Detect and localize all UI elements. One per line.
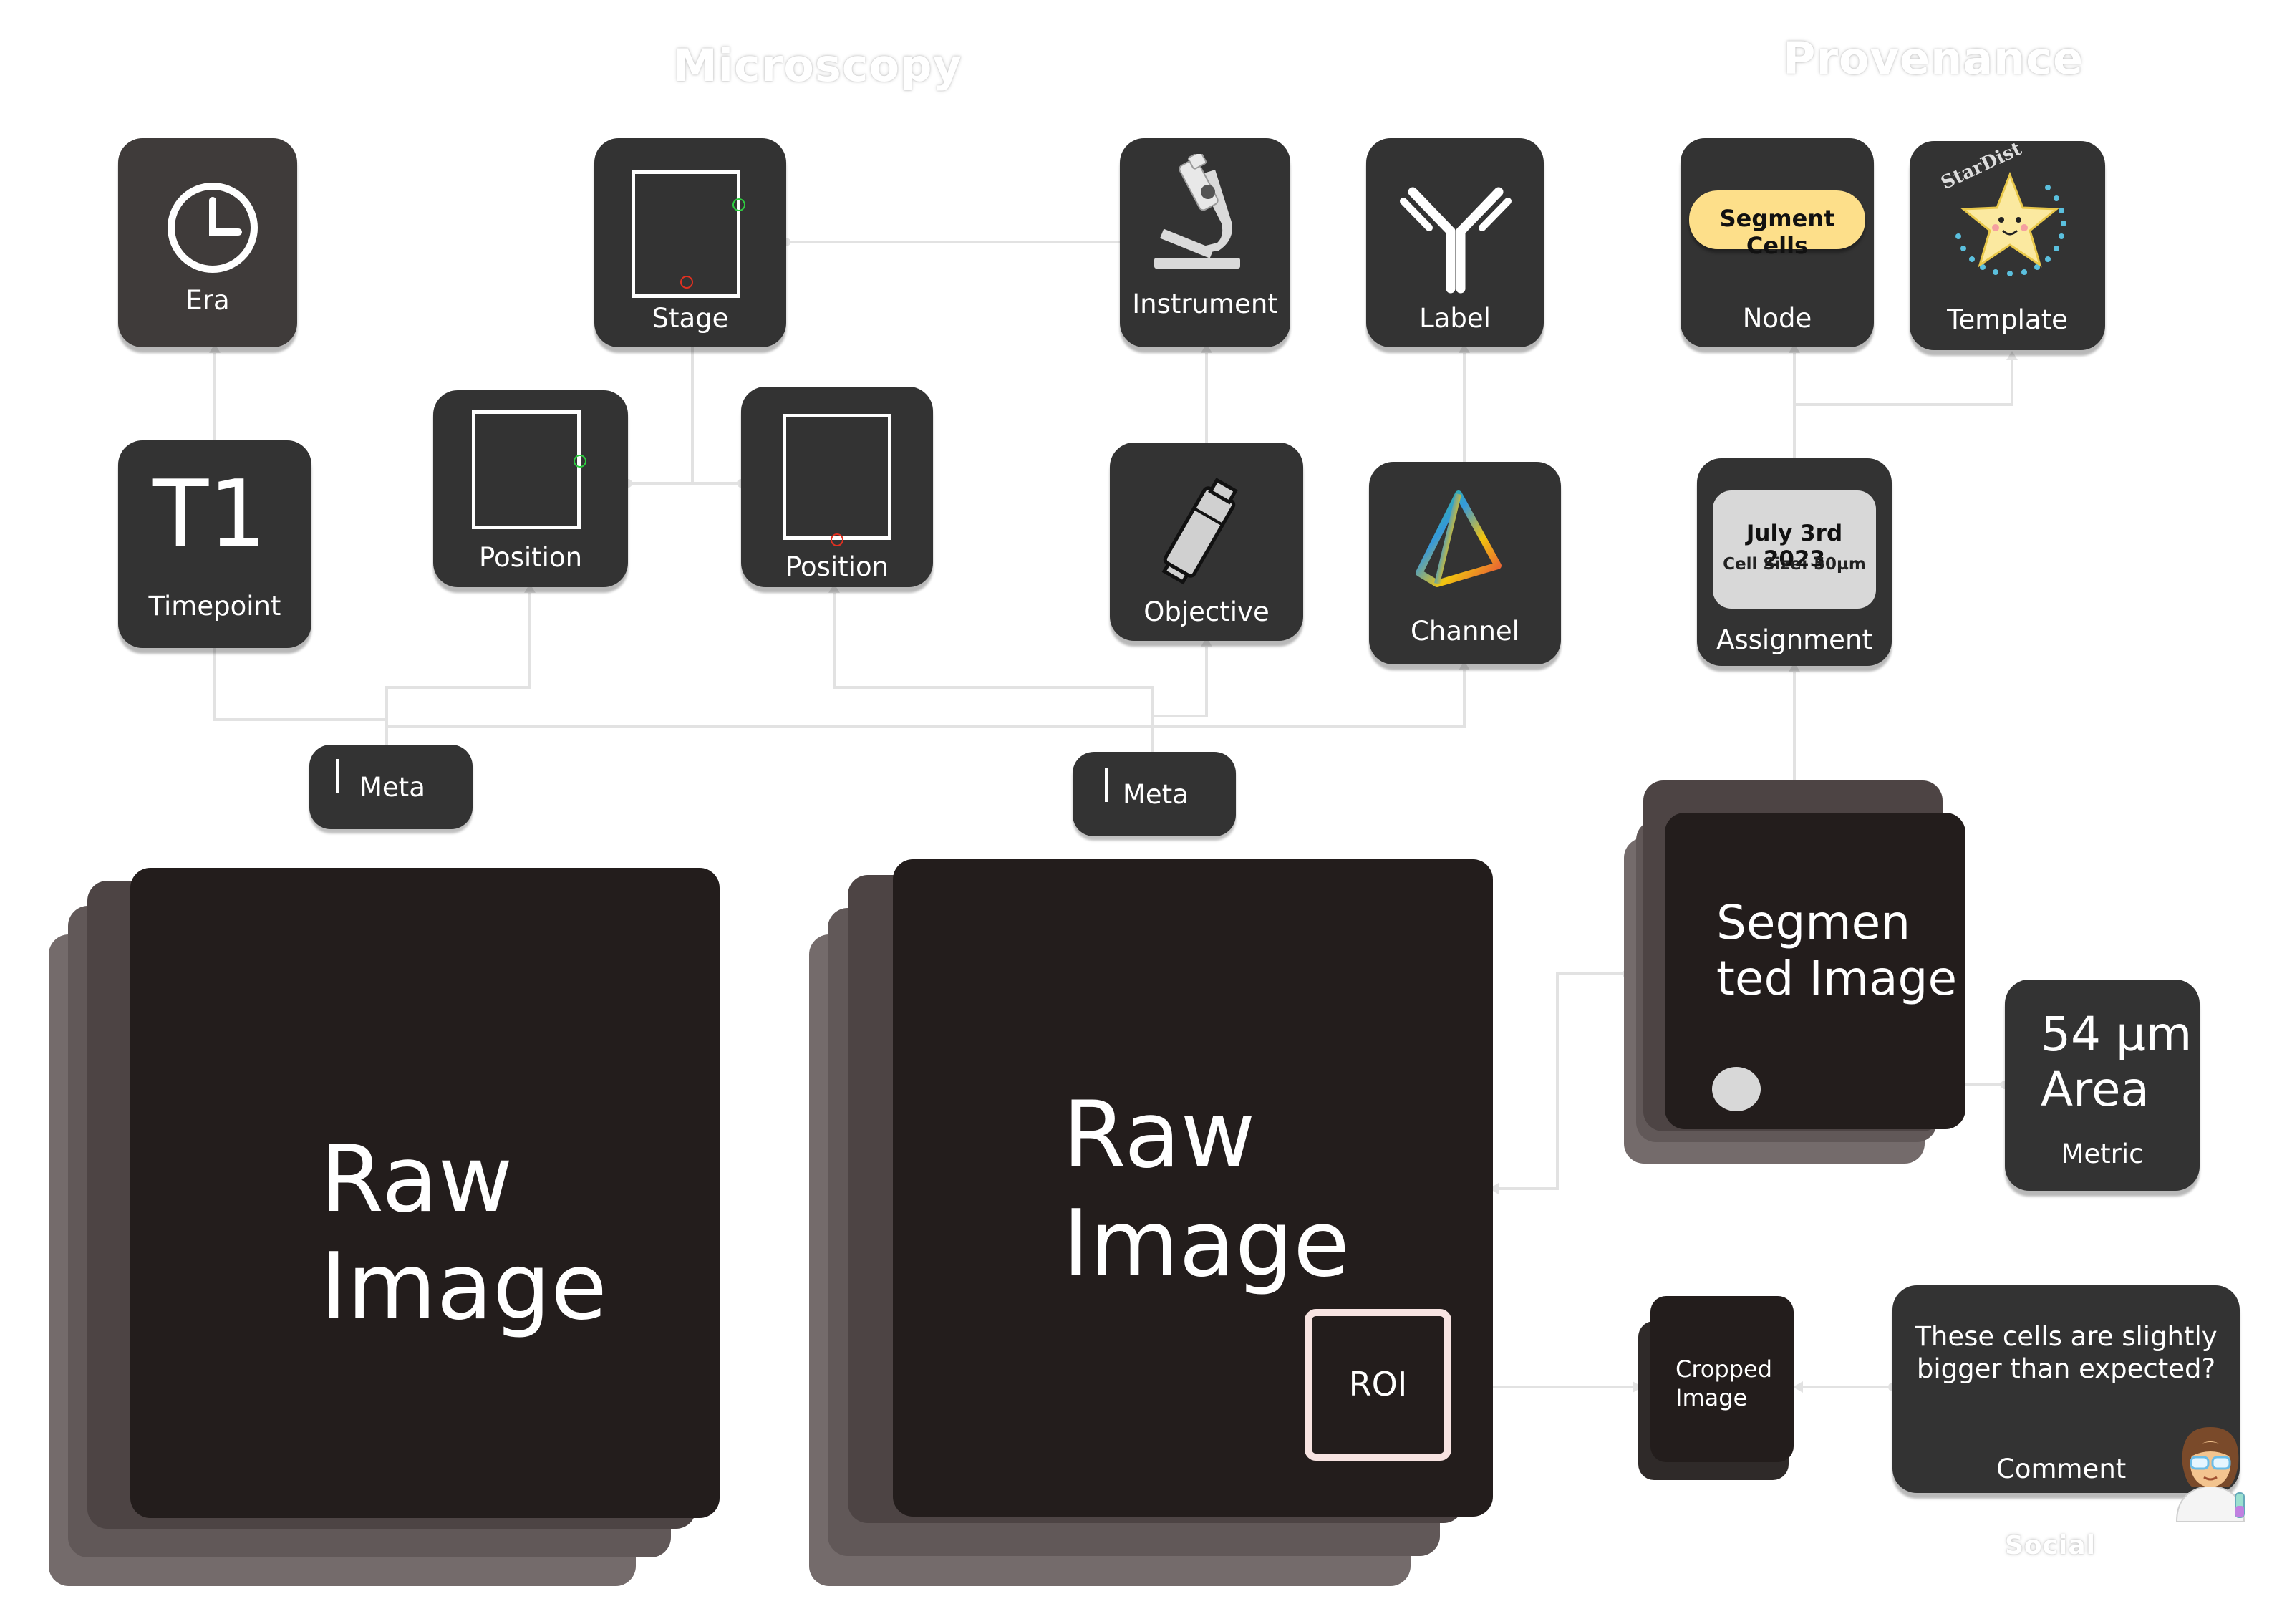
meta-2-bar xyxy=(1105,768,1108,802)
section-title-social: Social xyxy=(2005,1531,2096,1560)
comment-label: Comment xyxy=(1996,1454,2127,1484)
metric-node[interactable]: 54 µm Area Metric xyxy=(2005,980,2200,1191)
comment-text-line1: These cells are slightly xyxy=(1915,1321,2218,1352)
raw-image-2-line2: Image xyxy=(1063,1191,1350,1297)
template-label: Template xyxy=(1947,304,2068,335)
segmented-cell-marker[interactable] xyxy=(1712,1067,1761,1111)
cropped-line2: Image xyxy=(1676,1384,1748,1411)
prism-icon xyxy=(1416,490,1502,587)
stage-label: Stage xyxy=(652,303,729,334)
assignment-date: July 3rd 2023 xyxy=(1746,521,1843,572)
raw-image-1-line1: Raw xyxy=(320,1126,513,1233)
segmented-line1: Segmen xyxy=(1716,895,1911,950)
stage-green-marker xyxy=(732,198,745,211)
position-2-red-marker xyxy=(831,533,843,546)
stage-frame xyxy=(632,170,740,298)
position-node-2[interactable]: Position xyxy=(741,387,933,587)
objective-node[interactable]: Objective xyxy=(1110,443,1303,641)
position-1-green-marker xyxy=(574,455,586,468)
position-2-label: Position xyxy=(785,551,889,582)
template-node[interactable]: StarDist Template xyxy=(1910,138,2105,350)
timepoint-node[interactable]: T1 Timepoint xyxy=(118,440,311,648)
assignment-label: Assignment xyxy=(1716,624,1872,655)
meta-1-bar xyxy=(336,759,339,793)
roi-label: ROI xyxy=(1348,1365,1408,1403)
cropped-image[interactable]: Cropped Image xyxy=(1650,1296,1794,1462)
position-1-label: Position xyxy=(478,542,583,573)
raw-image-1[interactable]: Raw Image xyxy=(130,868,720,1518)
raw-image-2-line1: Raw xyxy=(1063,1082,1256,1189)
section-title-provenance: Provenance xyxy=(1783,32,2084,84)
objective-lens-icon xyxy=(1161,478,1238,585)
stage-node[interactable]: Stage xyxy=(594,138,786,347)
metric-label: Metric xyxy=(2061,1139,2144,1169)
timepoint-value: T1 xyxy=(153,461,267,568)
position-2-frame xyxy=(783,414,891,540)
cropped-line1: Cropped xyxy=(1676,1355,1772,1383)
node-chip-text: Segment Cells xyxy=(1719,205,1835,259)
star-mascot-icon xyxy=(1955,171,2066,276)
raw-image-1-line2: Image xyxy=(320,1234,607,1340)
objective-label: Objective xyxy=(1143,596,1270,627)
instrument-node[interactable]: Instrument xyxy=(1120,138,1290,347)
label-node[interactable]: Label xyxy=(1366,138,1544,347)
scientist-emoji-icon xyxy=(2175,1427,2245,1522)
meta-1-label: Meta xyxy=(359,772,425,803)
channel-node[interactable]: Channel xyxy=(1369,462,1561,664)
metric-name: Area xyxy=(2041,1062,2150,1117)
assignment-detail: Cell Size: 50µm xyxy=(1723,555,1866,574)
channel-label: Channel xyxy=(1411,616,1519,647)
antibody-icon xyxy=(1400,187,1512,294)
era-label: Era xyxy=(185,285,230,316)
era-node[interactable]: Era xyxy=(118,138,297,347)
meta-node-2[interactable]: Meta xyxy=(1073,752,1236,836)
segmented-image[interactable]: Segmen ted Image xyxy=(1665,813,1965,1129)
segmented-line2: ted Image xyxy=(1716,951,1958,1006)
clock-icon xyxy=(168,183,258,273)
roi-box[interactable]: ROI xyxy=(1305,1309,1451,1461)
node-chip: Segment Cells xyxy=(1689,190,1865,259)
assignment-card: July 3rd 2023 Cell Size: 50µm xyxy=(1713,490,1876,609)
comment-text-line2: bigger than expected? xyxy=(1916,1353,2216,1384)
node-label: Node xyxy=(1742,303,1812,334)
timepoint-label: Timepoint xyxy=(148,591,281,622)
meta-2-label: Meta xyxy=(1123,779,1189,810)
section-title-microscopy: Microscopy xyxy=(673,39,962,92)
assignment-node[interactable]: July 3rd 2023 Cell Size: 50µm Assignment xyxy=(1697,458,1892,666)
position-1-frame xyxy=(472,410,581,529)
stage-red-marker xyxy=(680,276,693,289)
raw-image-2[interactable]: Raw Image ROI xyxy=(893,859,1493,1517)
node-node[interactable]: Segment Cells Node xyxy=(1681,138,1874,347)
meta-node-1[interactable]: Meta xyxy=(309,745,473,829)
instrument-label: Instrument xyxy=(1132,289,1278,319)
microscope-icon xyxy=(1154,154,1240,269)
metric-value: 54 µm xyxy=(2041,1007,2192,1062)
position-node-1[interactable]: Position xyxy=(433,390,628,587)
comment-node[interactable]: These cells are slightly bigger than exp… xyxy=(1892,1285,2240,1493)
label-label: Label xyxy=(1419,303,1491,334)
